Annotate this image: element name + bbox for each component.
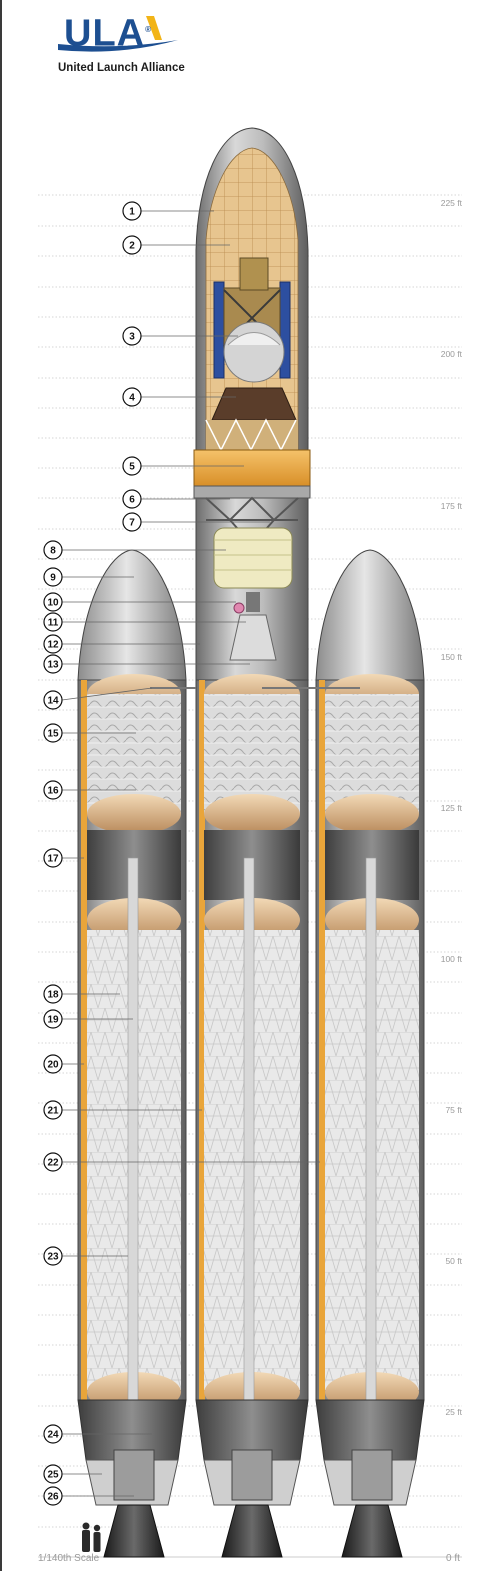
svg-text:24: 24 — [47, 1430, 59, 1441]
ula-logo: ULA® United Launch Alliance — [50, 10, 190, 80]
svg-text:16: 16 — [47, 786, 59, 797]
scale-note: 1/140th Scale — [38, 1553, 100, 1564]
callout-26: 26 — [43, 1486, 63, 1506]
svg-text:25: 25 — [47, 1470, 59, 1481]
svg-text:17: 17 — [47, 854, 59, 865]
callout-8: 8 — [43, 540, 63, 560]
height-label-0: 0 ft — [446, 1553, 460, 1564]
callout-17: 17 — [43, 848, 63, 868]
left-booster — [77, 549, 187, 1558]
height-label-25: 25 ft — [445, 1407, 462, 1417]
callout-7: 7 — [122, 512, 142, 532]
logo-mark: ULA® — [64, 12, 153, 55]
callout-10: 10 — [43, 592, 63, 612]
callout-3: 3 — [122, 326, 142, 346]
callout-5: 5 — [122, 456, 142, 476]
svg-text:23: 23 — [47, 1252, 59, 1263]
svg-text:1: 1 — [129, 207, 135, 218]
svg-text:9: 9 — [50, 573, 56, 584]
callout-11: 11 — [43, 612, 63, 632]
svg-text:7: 7 — [129, 518, 135, 529]
registered-mark: ® — [145, 25, 153, 34]
callout-9: 9 — [43, 567, 63, 587]
callout-14: 14 — [43, 690, 63, 710]
callout-4: 4 — [122, 387, 142, 407]
callout-12: 12 — [43, 634, 63, 654]
callout-badges: 1 2 3 4 5 6 7 8 9 10 11 12 13 14 15 16 1… — [43, 201, 142, 1506]
left-border-rule — [0, 0, 2, 1571]
logo-swoosh-icon — [58, 16, 178, 52]
svg-text:8: 8 — [50, 546, 56, 557]
height-label-200: 200 ft — [441, 349, 463, 359]
svg-text:4: 4 — [129, 393, 135, 404]
right-booster — [315, 549, 425, 1558]
svg-text:14: 14 — [47, 696, 59, 707]
callout-22: 22 — [43, 1152, 63, 1172]
callout-16: 16 — [43, 780, 63, 800]
svg-text:2: 2 — [129, 241, 135, 252]
svg-text:18: 18 — [47, 990, 59, 1001]
logo-name: United Launch Alliance — [58, 62, 185, 74]
svg-text:10: 10 — [47, 598, 59, 609]
height-label-225: 225 ft — [441, 198, 463, 208]
svg-text:20: 20 — [47, 1060, 59, 1071]
callout-25: 25 — [43, 1464, 63, 1484]
callouts — [61, 210, 320, 1497]
height-label-75: 75 ft — [445, 1105, 462, 1115]
callout-13: 13 — [43, 654, 63, 674]
callout-6: 6 — [122, 489, 142, 509]
height-label-50: 50 ft — [445, 1256, 462, 1266]
height-label-175: 175 ft — [441, 501, 463, 511]
svg-text:3: 3 — [129, 332, 135, 343]
callout-23: 23 — [43, 1246, 63, 1266]
callout-20: 20 — [43, 1054, 63, 1074]
callout-1: 1 — [122, 201, 142, 221]
callout-15: 15 — [43, 723, 63, 743]
svg-text:21: 21 — [47, 1106, 59, 1117]
svg-text:26: 26 — [47, 1492, 59, 1503]
svg-text:15: 15 — [47, 729, 59, 740]
callout-21: 21 — [43, 1100, 63, 1120]
callout-19: 19 — [43, 1009, 63, 1029]
svg-text:5: 5 — [129, 462, 135, 473]
callout-2: 2 — [122, 235, 142, 255]
callout-18: 18 — [43, 984, 63, 1004]
height-labels: 225 ft 200 ft 175 ft 150 ft 125 ft 100 f… — [441, 198, 463, 1417]
svg-text:11: 11 — [48, 618, 59, 629]
svg-text:6: 6 — [129, 495, 135, 506]
height-label-125: 125 ft — [441, 803, 463, 813]
human-scale-figures — [82, 1522, 101, 1552]
height-label-100: 100 ft — [441, 954, 463, 964]
height-label-150: 150 ft — [441, 652, 463, 662]
svg-text:19: 19 — [47, 1015, 59, 1026]
svg-text:12: 12 — [47, 640, 59, 651]
callout-24: 24 — [43, 1424, 63, 1444]
svg-text:13: 13 — [47, 660, 59, 671]
svg-text:22: 22 — [47, 1158, 59, 1169]
center-core — [193, 127, 311, 1558]
